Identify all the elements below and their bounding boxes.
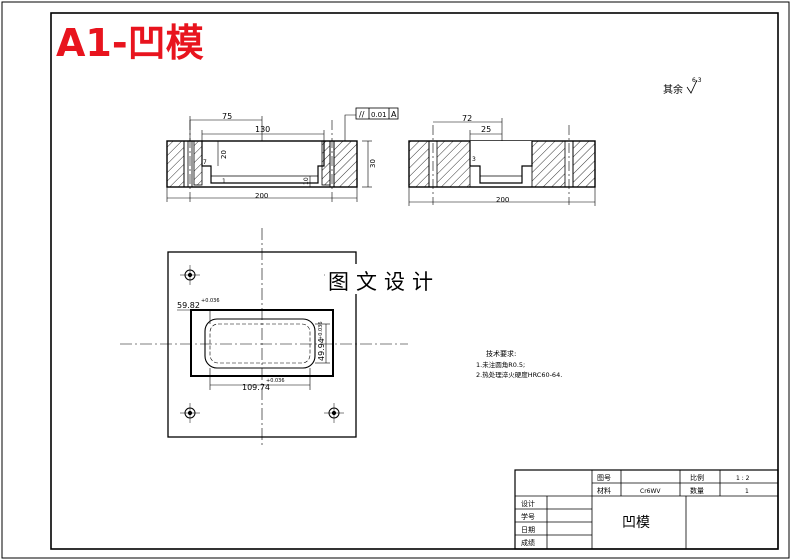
tb-drawing-no-label: 图号 — [597, 474, 611, 482]
tb-part-name: 凹模 — [622, 515, 650, 531]
dim-left: 59.82 — [177, 301, 200, 310]
dim-30-front: 30 — [369, 159, 377, 168]
plan-view-labels: 109.74 +0.036 59.82 +0.036 49.94 +0.036 — [177, 298, 326, 392]
tb-student-id-label: 学号 — [521, 512, 535, 521]
tb-design-label: 设计 — [521, 499, 535, 508]
plan-view — [120, 228, 408, 448]
tb-scale-value: 1 : 2 — [736, 475, 750, 482]
tolerance-value: 0.01 — [371, 111, 387, 119]
tech-req-heading: 技术要求: — [486, 349, 516, 358]
tb-qty-value: 1 — [745, 488, 749, 495]
dim-height: 49.94 — [317, 338, 326, 361]
tb-date-label: 日期 — [521, 526, 535, 534]
dim-200-side: 200 — [496, 196, 509, 204]
dim-10: 10 — [303, 177, 310, 185]
roughness-label: 其余 — [663, 83, 683, 96]
dim-7: 7 — [203, 159, 207, 166]
tb-material-value: Cr6WV — [640, 488, 661, 495]
dim-72: 72 — [462, 114, 472, 123]
dim-width-tol: +0.036 — [266, 378, 285, 384]
title-block-text: 图号 材料 Cr6WV 比例 1 : 2 数量 1 设计 学号 日期 成绩 凹模 — [521, 473, 750, 547]
watermark: 图文设计 — [328, 270, 440, 294]
front-view-labels: 75 130 200 30 20 10 7 1 — [203, 112, 377, 200]
dim-height-tol: +0.036 — [318, 321, 324, 340]
dim-3: 3 — [472, 156, 476, 163]
tolerance-symbol: // — [359, 110, 365, 119]
watermark-box: 图文设计 — [325, 264, 465, 294]
tb-material-label: 材料 — [597, 486, 611, 495]
dim-width: 109.74 — [242, 383, 270, 392]
roughness-symbol-icon — [686, 79, 698, 94]
technical-requirements: 技术要求: 1.未注圆角R0.5; 2.热处理淬火硬度HRC60-64. — [476, 349, 562, 379]
roughness-value: 6.3 — [692, 77, 702, 84]
side-view — [408, 118, 596, 206]
dim-1: 1 — [222, 178, 226, 185]
dim-75: 75 — [222, 112, 232, 121]
title-block — [514, 469, 779, 550]
dim-130: 130 — [255, 125, 270, 134]
side-view-labels: 72 25 200 3 — [462, 114, 509, 204]
dim-left-tol: +0.036 — [201, 298, 220, 304]
tb-qty-label: 数量 — [690, 486, 704, 495]
tech-req-item-1: 1.未注圆角R0.5; — [476, 360, 525, 369]
inner-border — [50, 12, 779, 550]
dim-200-front: 200 — [255, 192, 268, 200]
dim-20: 20 — [220, 150, 228, 159]
dim-25: 25 — [481, 125, 491, 134]
front-view — [166, 114, 372, 205]
sheet-title: A1-凹模 — [56, 21, 204, 65]
roughness-note: 其余 6.3 — [663, 77, 702, 96]
tech-req-item-2: 2.热处理淬火硬度HRC60-64. — [476, 370, 562, 379]
tb-scale-label: 比例 — [690, 473, 704, 482]
tb-grade-label: 成绩 — [521, 538, 535, 547]
tolerance-frame: // 0.01 A — [355, 107, 399, 120]
tolerance-datum: A — [391, 110, 397, 119]
